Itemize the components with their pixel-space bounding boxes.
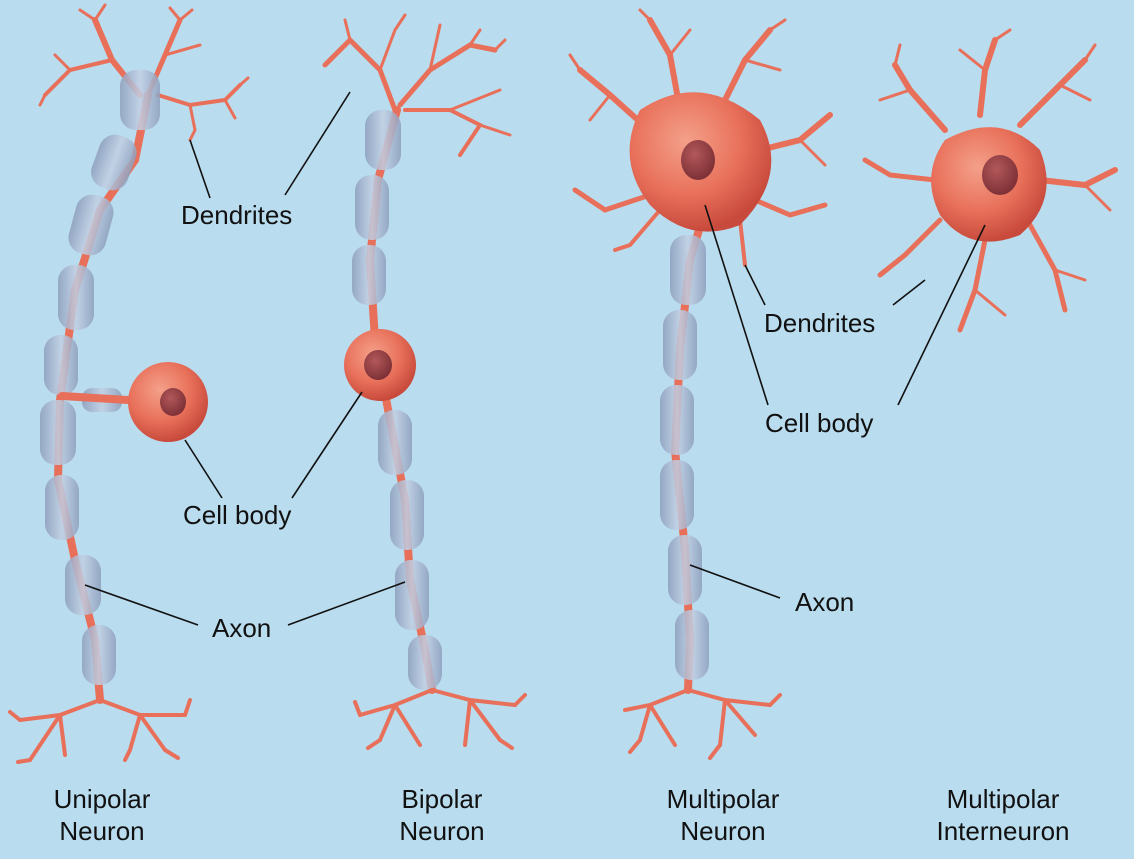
- label-axon-left: Axon: [212, 613, 272, 643]
- leader-dendrites-interneuron: [892, 279, 926, 306]
- caption-interneuron: Multipolar Interneuron: [910, 783, 1096, 847]
- interneuron: [862, 28, 1118, 333]
- caption-bipolar-line2: Neuron: [399, 816, 485, 846]
- caption-bipolar-line1: Bipolar: [401, 784, 483, 814]
- leader-cellbody-unipolar: [184, 439, 223, 499]
- bipolar-nucleus: [364, 350, 392, 380]
- multipolar-dendrites: [568, 8, 833, 267]
- caption-interneuron-line1: Multipolar: [946, 784, 1060, 814]
- bipolar-myelin: [352, 110, 442, 690]
- unipolar-terminals: [8, 698, 192, 764]
- label-axon-right: Axon: [795, 587, 855, 617]
- leader-dendrites-unipolar: [189, 139, 211, 199]
- leader-dendrites-multipolar: [744, 264, 766, 306]
- caption-unipolar-line2: Neuron: [59, 816, 145, 846]
- leader-axon-multipolar: [689, 564, 781, 599]
- label-dendrites-left: Dendrites: [181, 200, 293, 230]
- unipolar-myelin: [40, 70, 160, 685]
- leader-lines: [84, 91, 986, 626]
- leader-dendrites-bipolar: [284, 91, 351, 196]
- leader-cellbody-bipolar: [291, 391, 363, 499]
- caption-multipolar-line1: Multipolar: [666, 784, 780, 814]
- caption-bipolar: Bipolar Neuron: [362, 783, 522, 847]
- unipolar-nucleus: [160, 388, 186, 416]
- interneuron-dendrites: [862, 28, 1118, 333]
- bipolar-terminals: [353, 688, 527, 750]
- leader-cellbody-multipolar: [704, 204, 769, 406]
- leader-axon-unipolar: [84, 584, 199, 626]
- multipolar-neuron: [568, 8, 833, 760]
- interneuron-nucleus: [982, 155, 1018, 195]
- multipolar-myelin: [660, 235, 709, 680]
- label-dendrites-right: Dendrites: [764, 308, 876, 338]
- label-cell-body-right: Cell body: [765, 408, 874, 438]
- bipolar-dendrites: [322, 13, 512, 157]
- caption-multipolar-line2: Neuron: [680, 816, 766, 846]
- leader-cellbody-interneuron: [897, 224, 986, 406]
- multipolar-nucleus: [681, 140, 715, 180]
- leader-axon-bipolar: [287, 581, 406, 626]
- unipolar-neuron: [8, 3, 250, 764]
- caption-unipolar: Unipolar Neuron: [22, 783, 182, 847]
- label-cell-body-left: Cell body: [183, 500, 292, 530]
- bipolar-neuron: [322, 13, 527, 750]
- caption-unipolar-line1: Unipolar: [53, 784, 151, 814]
- unipolar-dendrites: [38, 3, 250, 142]
- multipolar-terminals: [623, 688, 782, 760]
- caption-multipolar: Multipolar Neuron: [628, 783, 818, 847]
- caption-interneuron-line2: Interneuron: [936, 816, 1070, 846]
